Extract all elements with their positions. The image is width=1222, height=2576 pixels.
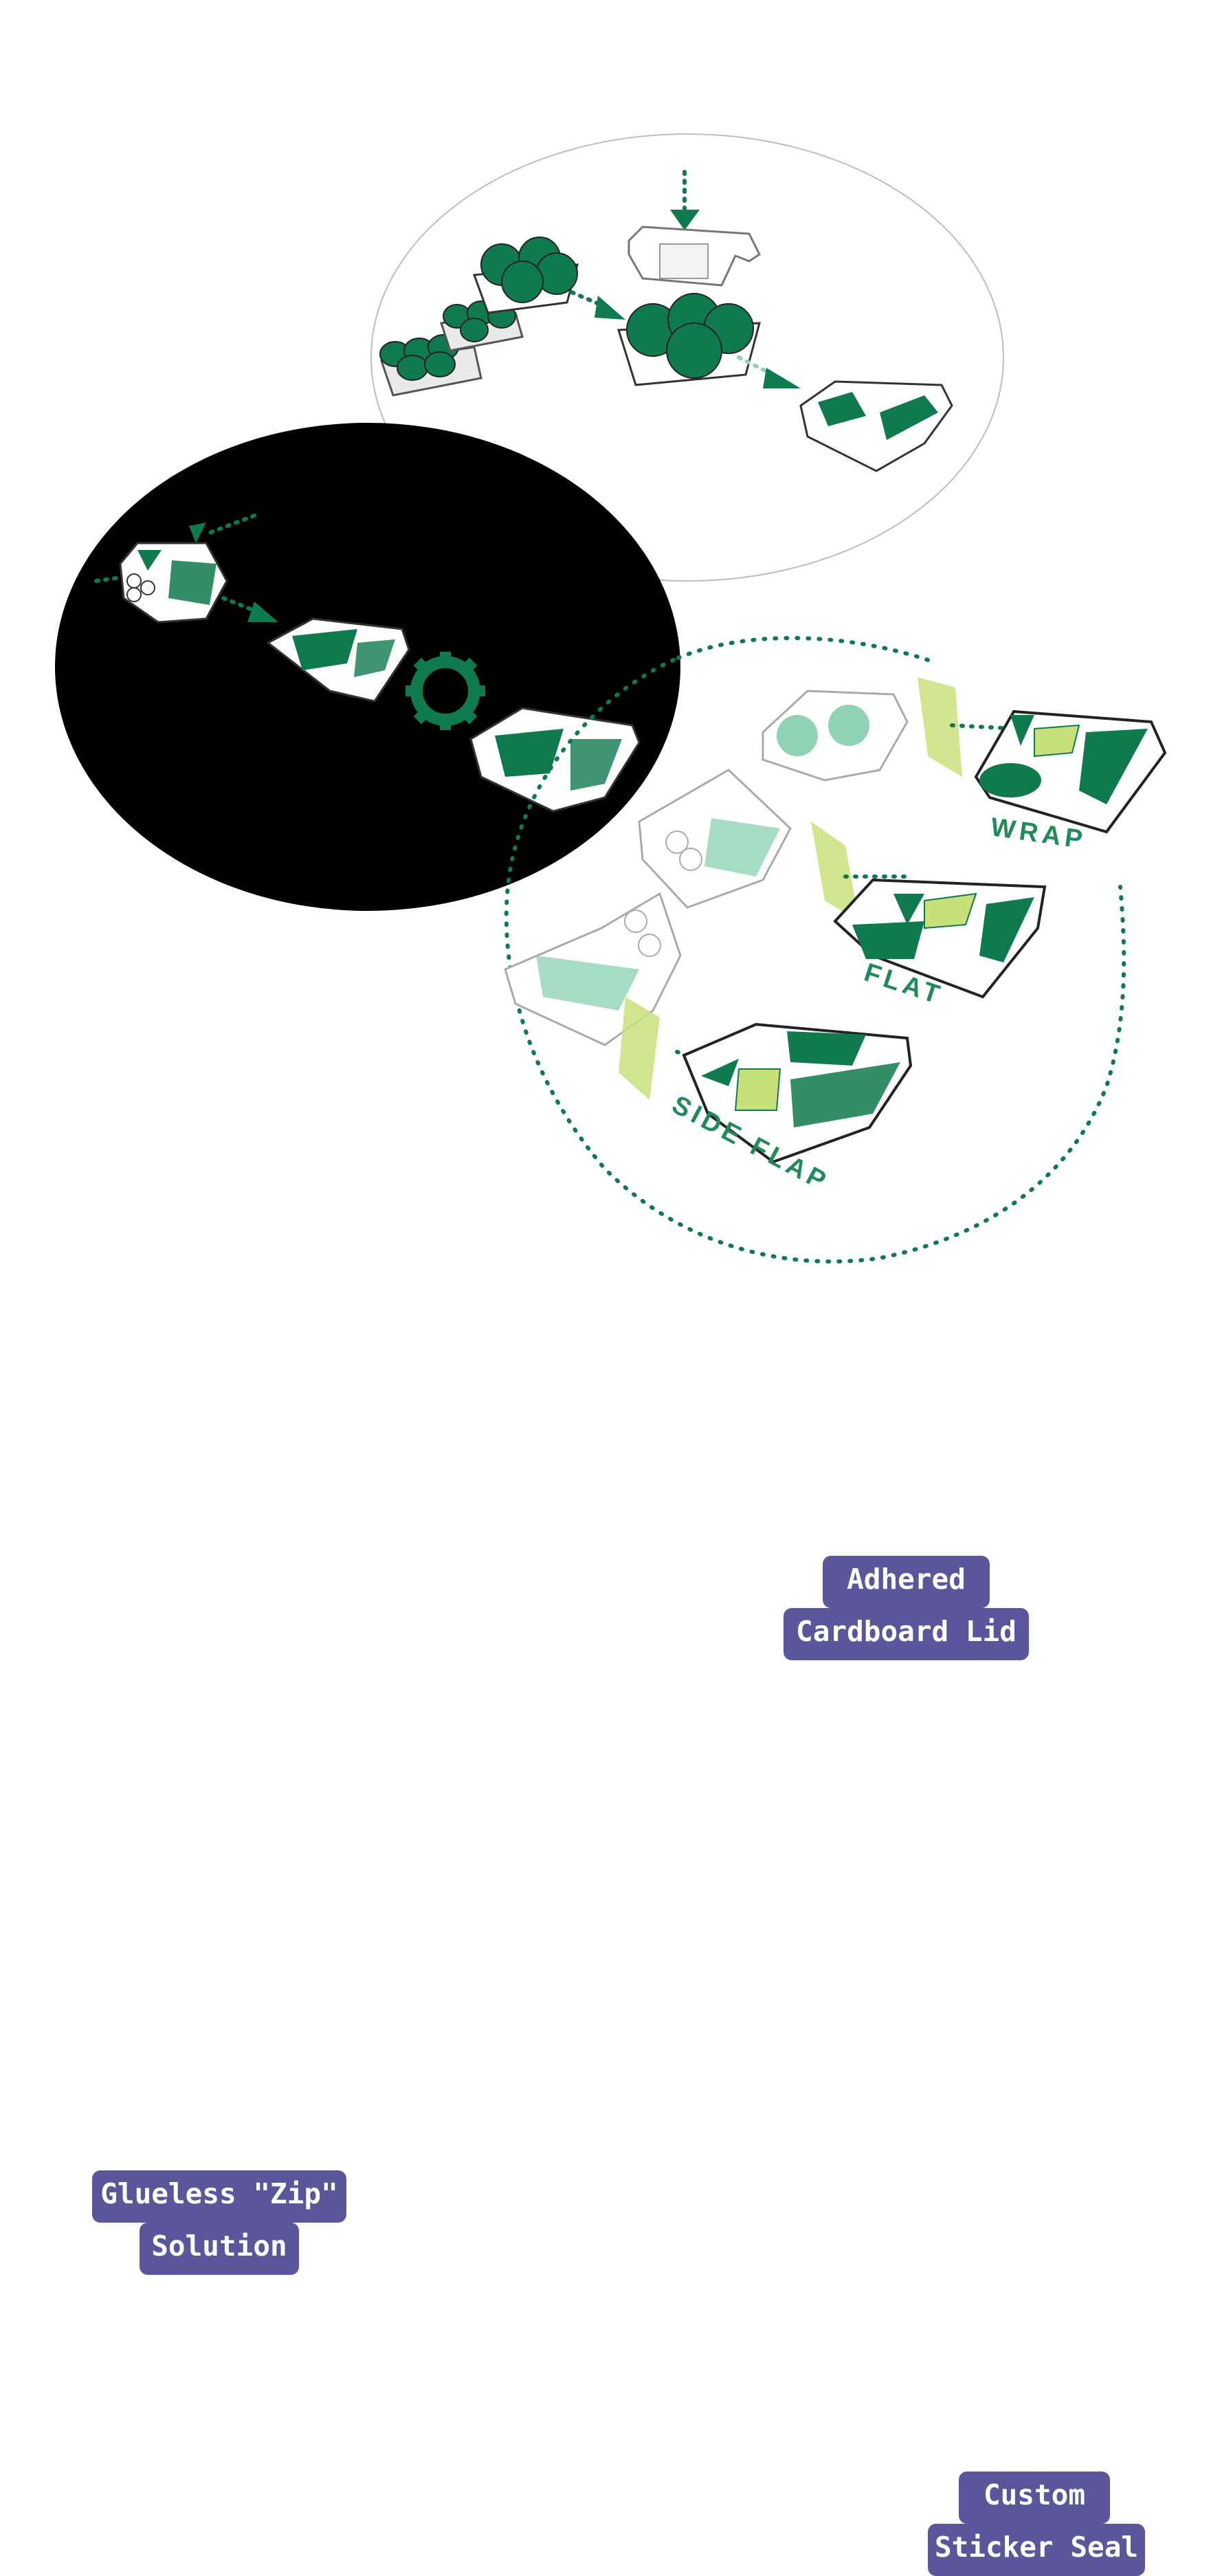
wrap-sticker-icon xyxy=(918,677,962,777)
closed-lid-box-icon xyxy=(737,355,953,472)
wrap-box-icon xyxy=(974,709,1167,834)
flat-sticker-icon xyxy=(811,822,859,921)
sticker-dotted-circle xyxy=(504,636,1126,1264)
sticker-tag-line2: Sticker Seal xyxy=(928,2524,1145,2576)
sticker-tag-line1: Custom xyxy=(959,2472,1110,2524)
side-flap-sticker-icon xyxy=(619,997,660,1100)
cardboard-lid-icon xyxy=(627,170,761,287)
tray-stack-icon xyxy=(379,300,524,397)
gear-icon xyxy=(406,652,485,730)
zip-box-open-icon xyxy=(119,542,228,624)
flat-box-ghost-icon xyxy=(638,769,792,909)
adhered-lid-group xyxy=(370,133,1004,582)
melon-tray-icon xyxy=(472,236,579,314)
zip-tag-line1: Glueless "Zip" xyxy=(92,2170,346,2223)
flat-box-icon xyxy=(833,878,1047,999)
zip-tag-line2: Solution xyxy=(140,2223,299,2275)
wrap-box-ghost-icon xyxy=(762,690,909,782)
side-flap-box-icon xyxy=(682,1022,913,1164)
adhered-tag-line2: Cardboard Lid xyxy=(784,1608,1029,1660)
zip-solution-group xyxy=(55,423,680,911)
diagram-canvas: WRAP FLAT SIDE FLAP xyxy=(55,133,1167,1264)
zip-box-filled-icon xyxy=(266,617,410,703)
adhered-outline-ellipse xyxy=(370,133,1004,582)
sticker-seal-group: WRAP FLAT SIDE FLAP xyxy=(504,636,1167,1264)
melon-box-icon xyxy=(562,287,761,386)
packaging-diagram: WRAP FLAT SIDE FLAP Adhered Cardboard Li… xyxy=(55,133,1167,2576)
adhered-tag-line1: Adhered xyxy=(823,1556,990,1608)
